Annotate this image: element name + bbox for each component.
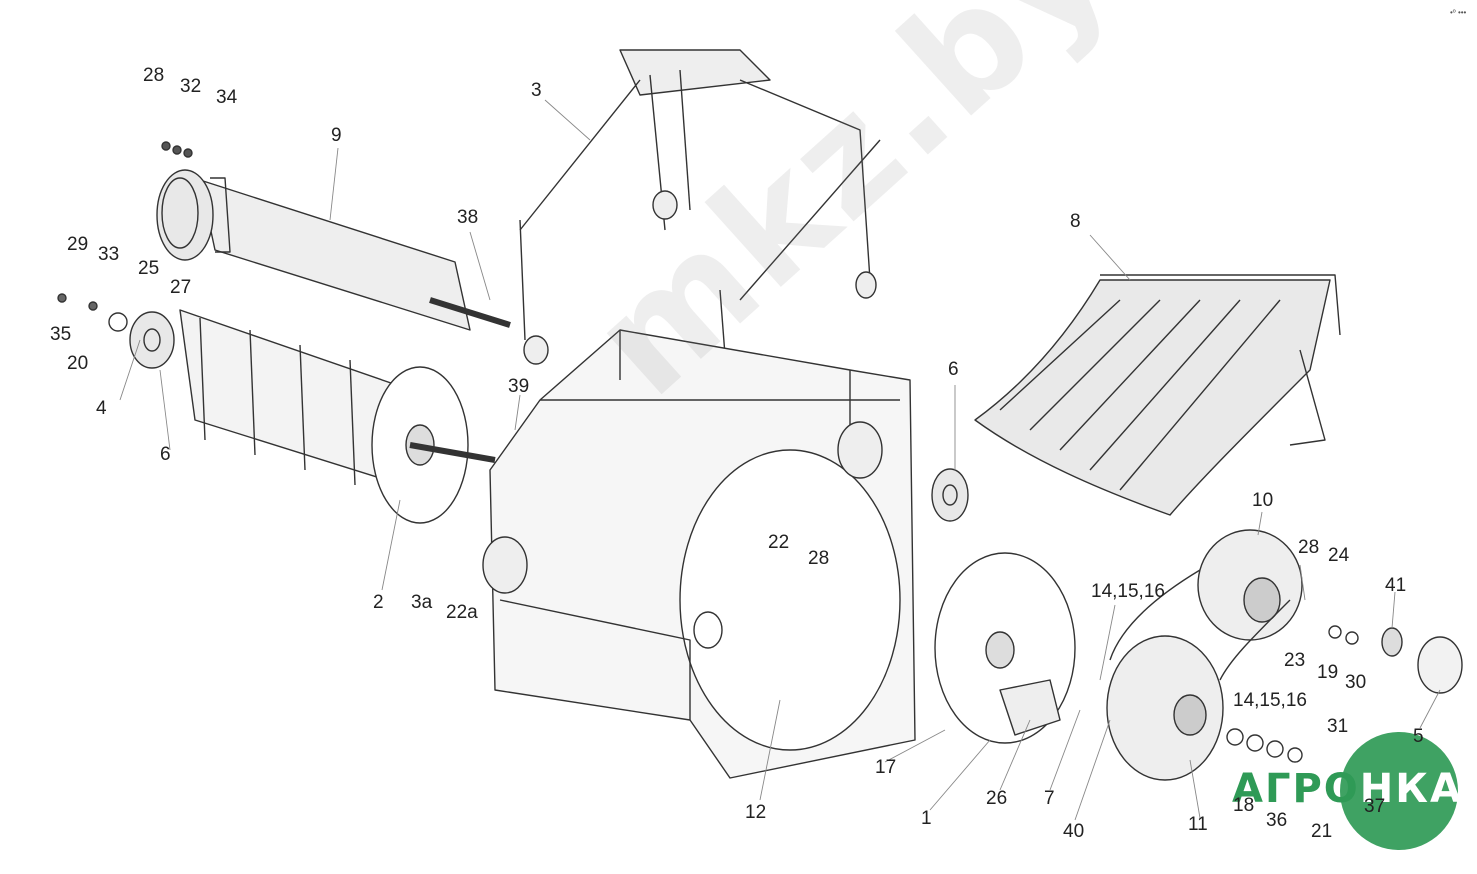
- callout: 36: [1266, 810, 1288, 831]
- callout: 24: [1328, 545, 1350, 566]
- callout: 39: [508, 376, 530, 397]
- callout: 22: [768, 532, 790, 553]
- concave-sieve: [974, 274, 1341, 516]
- callout: 14,15,16: [1091, 581, 1165, 602]
- callout: 38: [457, 207, 479, 228]
- callout: 31: [1327, 716, 1349, 737]
- callout: 3а: [411, 592, 433, 613]
- callout: 10: [1252, 490, 1274, 511]
- callout: 41: [1385, 575, 1407, 596]
- callout: 25: [138, 258, 160, 279]
- brand-part2: НКА: [1359, 766, 1463, 812]
- callout: 19: [1317, 662, 1339, 683]
- callout: 3: [531, 80, 542, 101]
- callout: 40: [1063, 821, 1085, 842]
- corner-mark: •º •••: [1450, 8, 1467, 17]
- main-housing: [482, 329, 916, 779]
- variator-pulleys: [1106, 529, 1463, 781]
- beater-drum: [156, 141, 511, 331]
- callout: 23: [1284, 650, 1306, 671]
- callout: 37: [1364, 796, 1386, 817]
- brand-part1: АГРО: [1232, 766, 1360, 812]
- bearing-housing-right: [931, 468, 969, 522]
- callout: 6: [948, 359, 959, 380]
- side-plate: [934, 552, 1076, 744]
- callout: 26: [986, 788, 1008, 809]
- callout: 35: [50, 324, 72, 345]
- callout: 28: [808, 548, 830, 569]
- callout: 33: [98, 244, 120, 265]
- callout: 6: [160, 444, 171, 465]
- callout: 5: [1413, 726, 1424, 747]
- callout: 12: [745, 802, 767, 823]
- callout: 17: [875, 757, 897, 778]
- logo-badge: [1340, 732, 1458, 850]
- callout: 30: [1345, 672, 1367, 693]
- threshing-drum: [57, 293, 496, 524]
- callout: 7: [1044, 788, 1055, 809]
- callout: 4: [96, 398, 107, 419]
- callout: 18: [1233, 795, 1255, 816]
- callout: 28: [143, 65, 165, 86]
- callout: 2: [373, 592, 384, 613]
- callout: 22а: [446, 602, 478, 623]
- callout: 8: [1070, 211, 1081, 232]
- callout: 34: [216, 87, 238, 108]
- callout: 27: [170, 277, 192, 298]
- callout: 9: [331, 125, 342, 146]
- callout: 1: [921, 808, 932, 829]
- brand-logo: АГРОНКА: [1232, 766, 1463, 812]
- callout: 28: [1298, 537, 1320, 558]
- callout: 14,15,16: [1233, 690, 1307, 711]
- callout: 11: [1188, 814, 1208, 835]
- callout: 21: [1311, 821, 1333, 842]
- hanger-linkage: [519, 49, 881, 421]
- callout: 29: [67, 234, 89, 255]
- callout: 20: [67, 353, 89, 374]
- callout: 32: [180, 76, 202, 97]
